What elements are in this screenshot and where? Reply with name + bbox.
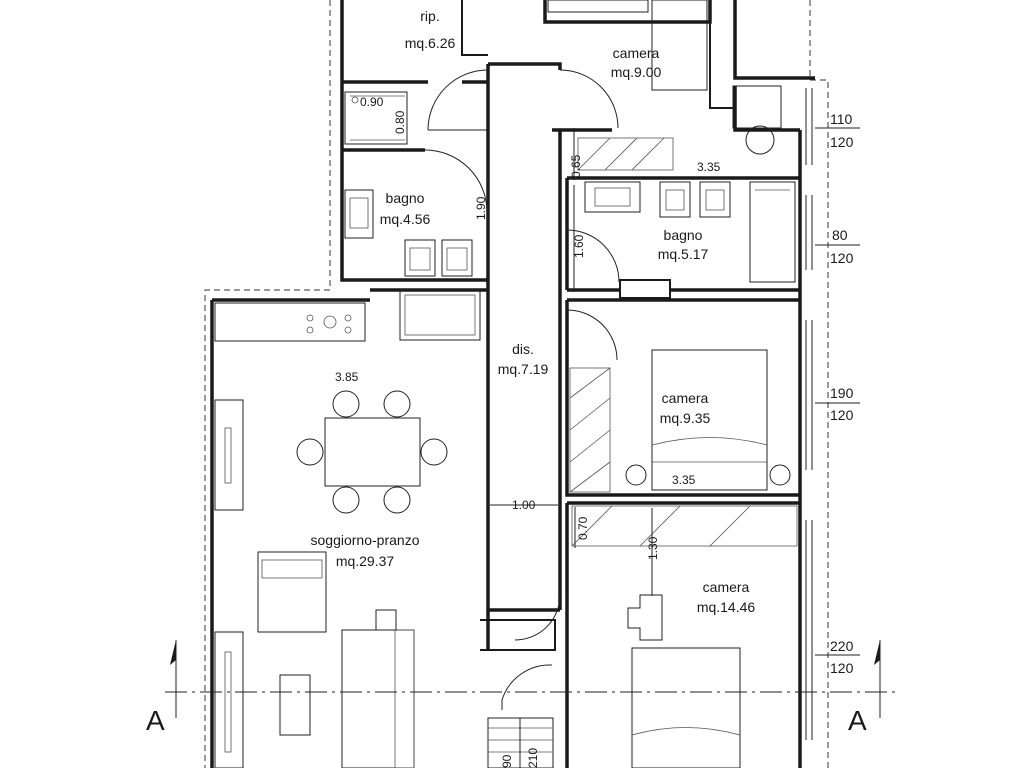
sanitary xyxy=(344,91,796,283)
bagno-left-area: mq.4.56 xyxy=(380,211,431,227)
camera-top-name: camera xyxy=(613,45,660,61)
furniture xyxy=(257,85,791,768)
dim-070-label: 0.70 xyxy=(576,516,590,540)
bagno-right-name: bagno xyxy=(664,227,703,243)
rip-name: rip. xyxy=(420,8,439,24)
window-4-top: 220 xyxy=(830,638,854,654)
section-mark-left: A xyxy=(146,705,165,736)
window-1-bottom: 120 xyxy=(830,134,854,150)
dim-065-label: 0.65 xyxy=(569,154,583,178)
camera-mid-name: camera xyxy=(662,390,709,406)
camera-big-area: mq.14.46 xyxy=(697,599,756,615)
dim-335-top-label: 3.35 xyxy=(697,160,721,174)
soggiorno-name: soggiorno-pranzo xyxy=(311,532,420,548)
stair-210-label: 210 xyxy=(526,748,540,768)
section-mark-right: A xyxy=(848,705,867,736)
shower-height-label: 0.80 xyxy=(393,110,407,134)
section-arrow-right-icon xyxy=(874,640,880,665)
camera-big-name: camera xyxy=(703,579,750,595)
bagno-right-area: mq.5.17 xyxy=(658,246,709,262)
stair xyxy=(487,717,554,768)
dim-130-label: 1.30 xyxy=(646,536,660,560)
window-3-bottom: 120 xyxy=(830,407,854,423)
dim-190-label: 1.90 xyxy=(474,196,488,220)
right-windows xyxy=(805,88,813,740)
rip-area: mq.6.26 xyxy=(405,35,456,51)
section-arrow-left-icon xyxy=(170,640,176,665)
section-line xyxy=(165,640,895,718)
site-boundary xyxy=(204,0,829,768)
fixtures xyxy=(214,0,798,768)
dis-name: dis. xyxy=(512,341,534,357)
stair-90-label: 90 xyxy=(500,754,514,768)
dimension-lines xyxy=(487,128,653,596)
walls xyxy=(210,0,815,768)
window-1-top: 110 xyxy=(830,111,853,127)
camera-mid-area: mq.9.35 xyxy=(660,410,711,426)
shower-width-label: 0.90 xyxy=(360,95,384,109)
bagno-left-name: bagno xyxy=(386,190,425,206)
dis-area: mq.7.19 xyxy=(498,361,549,377)
window-labels: 110 120 80 120 190 120 220 120 xyxy=(830,111,854,676)
dimension-labels: 0.90 0.80 0.65 3.35 1.60 1.90 3.85 3.35 … xyxy=(335,95,721,768)
window-4-bottom: 120 xyxy=(830,660,854,676)
window-2-bottom: 120 xyxy=(830,250,854,266)
camera-top-area: mq.9.00 xyxy=(611,64,662,80)
window-2-top: 80 xyxy=(832,227,848,243)
window-3-top: 190 xyxy=(830,385,854,401)
dim-335-bottom-label: 3.35 xyxy=(672,473,696,487)
soggiorno-area: mq.29.37 xyxy=(336,553,395,569)
room-labels: rip. mq.6.26 camera mq.9.00 bagno mq.4.5… xyxy=(311,8,756,615)
dim-160-label: 1.60 xyxy=(572,234,586,258)
dim-385-label: 3.85 xyxy=(335,370,359,384)
dim-100-label: 1.00 xyxy=(512,498,536,512)
window-leaders xyxy=(815,127,860,656)
doors xyxy=(424,69,620,710)
